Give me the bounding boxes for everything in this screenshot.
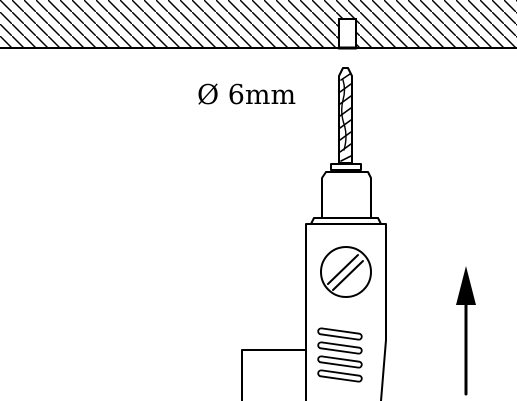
drill-bit (338, 67, 353, 164)
drill-bit-size-label: Ø 6mm (197, 80, 296, 111)
ceiling-hatch (0, 0, 517, 48)
drilled-hole (338, 18, 357, 49)
drill-body (241, 163, 387, 401)
direction-arrow-up-icon (456, 266, 476, 396)
ventilation-slots (317, 327, 363, 383)
ceiling-surface (0, 0, 517, 50)
housing-screw-icon (320, 246, 372, 298)
